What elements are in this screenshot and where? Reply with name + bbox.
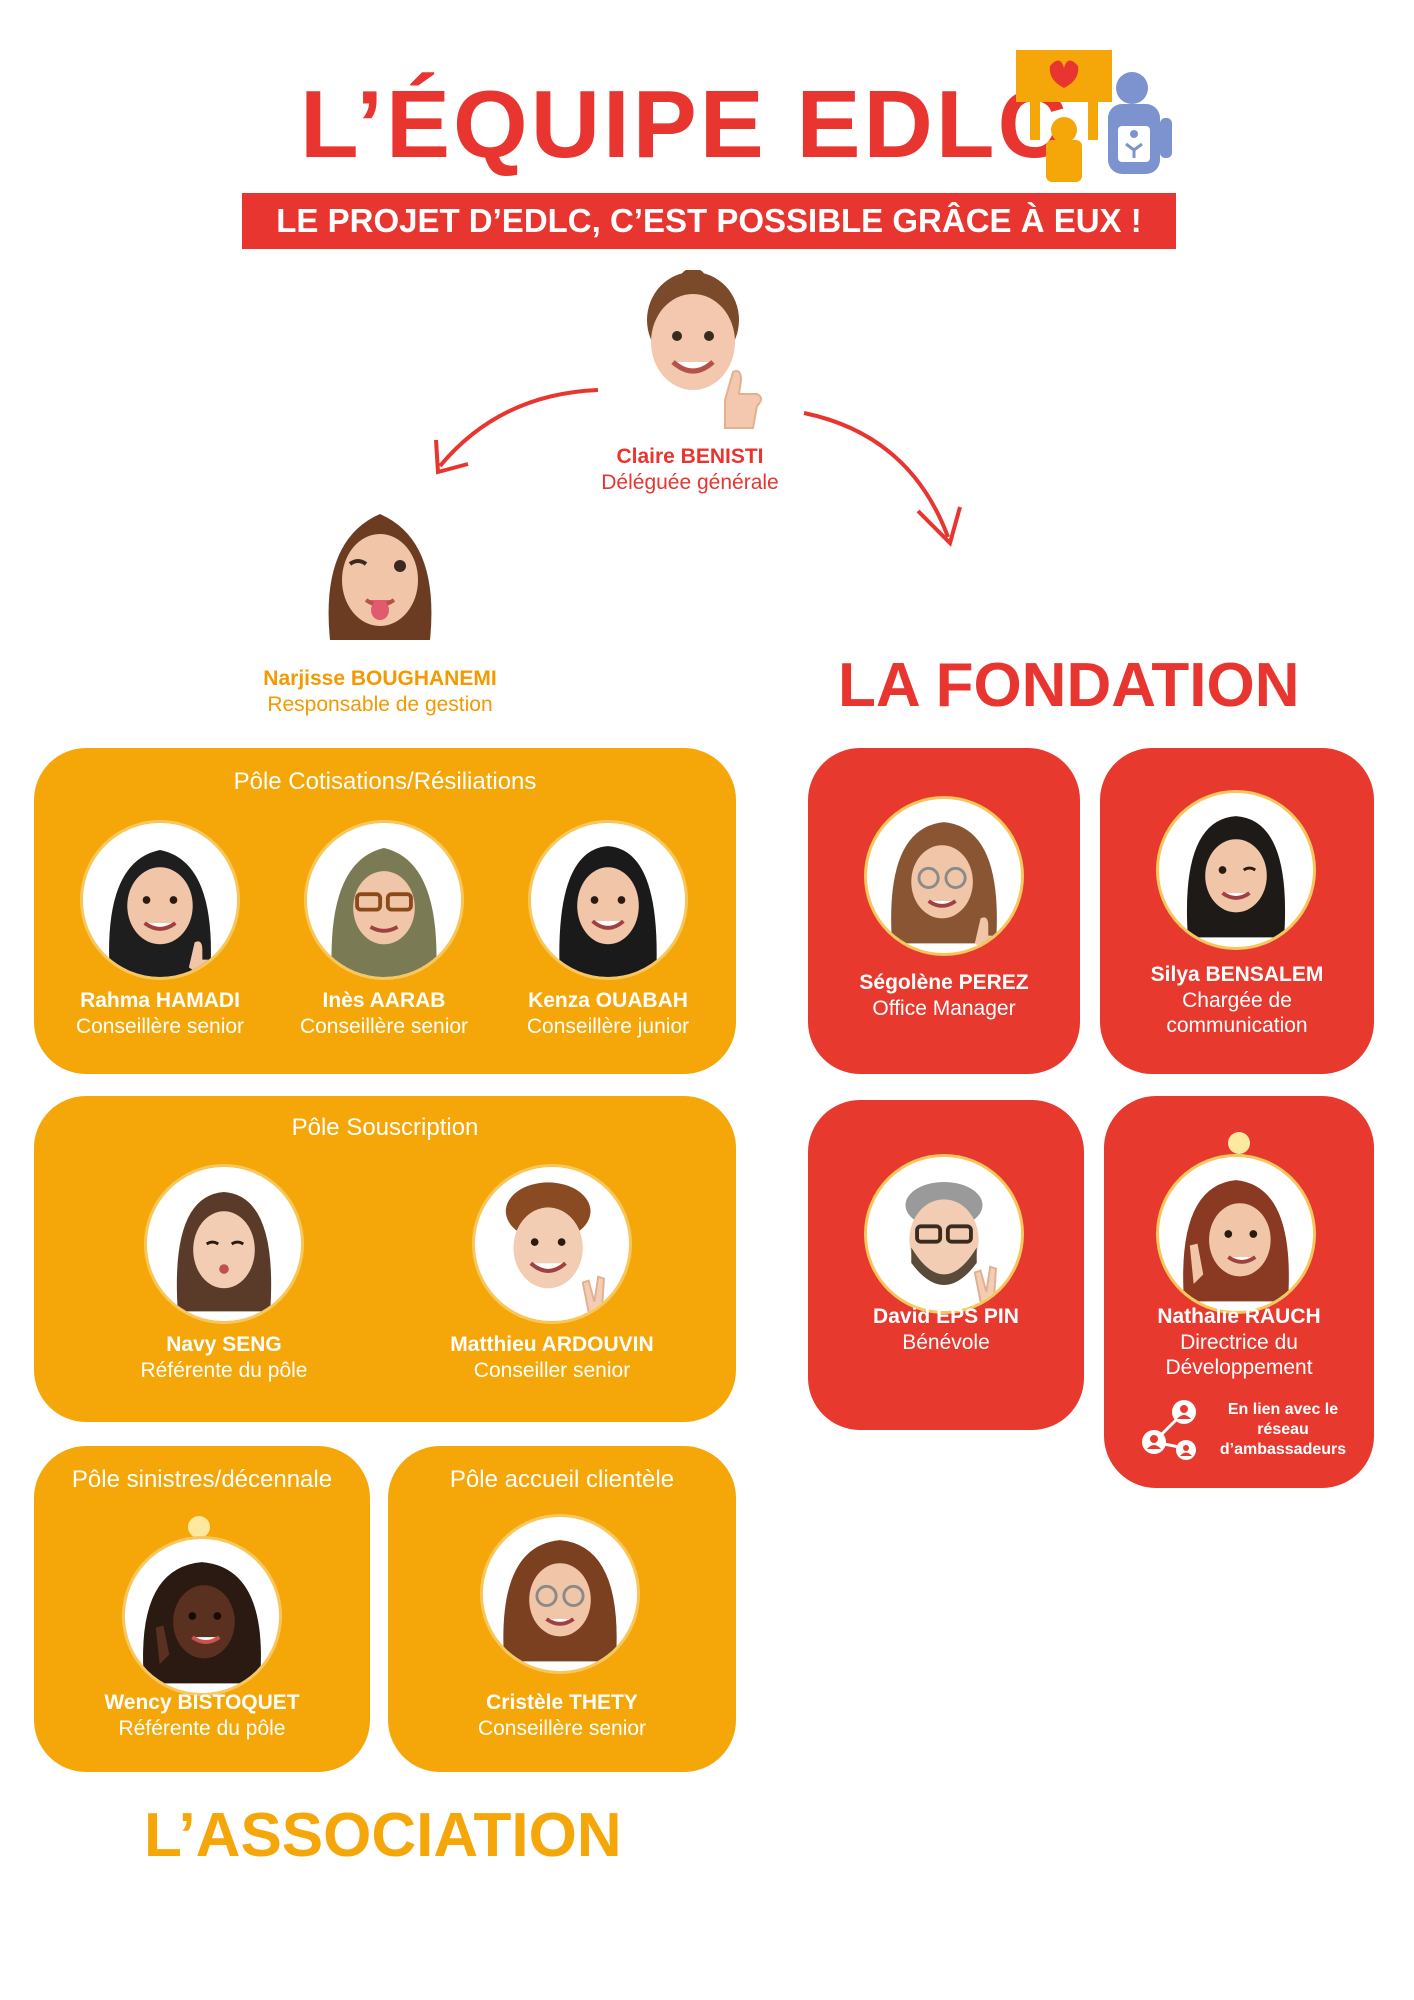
note-line2: réseau bbox=[1257, 1421, 1309, 1438]
person-role: Référente du pôle bbox=[140, 1359, 308, 1382]
person-role: Déléguée générale bbox=[601, 471, 779, 494]
avatar-rahma-hamadi bbox=[80, 820, 240, 980]
person-name: Narjisse BOUGHANEMI bbox=[263, 667, 497, 690]
avatar-navy-seng bbox=[144, 1164, 304, 1324]
note-line1: En lien avec le bbox=[1227, 1401, 1339, 1418]
avatar-cristele-thety bbox=[480, 1514, 640, 1674]
person-name: Wency BISTOQUET bbox=[104, 1691, 300, 1714]
person-name: Rahma HAMADI bbox=[80, 989, 240, 1012]
person-role: Conseiller senior bbox=[473, 1359, 631, 1382]
member-silya-bensalem: Silya BENSALEM Chargée de communication bbox=[1100, 962, 1374, 1038]
arrow-left bbox=[434, 388, 599, 475]
person-role: Conseillère senior bbox=[75, 1015, 245, 1038]
member-matthieu-ardouvin: Matthieu ARDOUVIN Conseiller senior bbox=[412, 1332, 692, 1383]
avatar-segolene-perez bbox=[864, 796, 1024, 956]
person-claire-benisti: Claire BENISTI Déléguée générale bbox=[520, 444, 860, 495]
page-title: L’ÉQUIPE EDLC bbox=[300, 71, 1070, 178]
avatar-matthieu-ardouvin bbox=[472, 1164, 632, 1324]
pole-souscription-card: Pôle Souscription Navy SENG Référente du… bbox=[34, 1096, 736, 1422]
fondation-card-silya-bensalem: Silya BENSALEM Chargée de communication bbox=[1100, 748, 1374, 1074]
person-name: Navy SENG bbox=[166, 1333, 282, 1356]
avatar-david-eps-pin bbox=[864, 1154, 1024, 1314]
member-rahma-hamadi: Rahma HAMADI Conseillère senior bbox=[34, 988, 286, 1039]
pole-sinistres-card: Pôle sinistres/décennale Wency BISTOQUET… bbox=[34, 1446, 370, 1772]
person-role-line2: communication bbox=[1166, 1014, 1308, 1037]
pole-title: Pôle accueil clientèle bbox=[449, 1466, 675, 1493]
member-wency-bistoquet: Wency BISTOQUET Référente du pôle bbox=[34, 1690, 370, 1741]
member-navy-seng: Navy SENG Référente du pôle bbox=[94, 1332, 354, 1383]
person-role-line1: Directrice du bbox=[1180, 1331, 1298, 1354]
person-role: Responsable de gestion bbox=[267, 693, 493, 716]
avatar-nathalie-rauch bbox=[1156, 1154, 1316, 1314]
avatar-ines-aarab bbox=[304, 820, 464, 980]
pole-title: Pôle Cotisations/Résiliations bbox=[233, 768, 537, 795]
avatar-kenza-ouabah bbox=[528, 820, 688, 980]
person-name: Matthieu ARDOUVIN bbox=[450, 1333, 654, 1356]
person-role-line2: Développement bbox=[1165, 1356, 1313, 1379]
fondation-card-nathalie-rauch: Nathalie RAUCH Directrice du Développeme… bbox=[1104, 1096, 1374, 1488]
avatar-claire-benisti bbox=[625, 268, 775, 430]
pole-accueil-card: Pôle accueil clientèle Cristèle THETY Co… bbox=[388, 1446, 736, 1772]
arrow-right bbox=[803, 411, 962, 547]
ambassadors-note: En lien avec le réseau d’ambassadeurs bbox=[1208, 1400, 1358, 1460]
member-cristele-thety: Cristèle THETY Conseillère senior bbox=[388, 1690, 736, 1741]
member-kenza-ouabah: Kenza OUABAH Conseillère junior bbox=[482, 988, 734, 1039]
person-name: Inès AARAB bbox=[322, 989, 446, 1012]
avatar-wency-bistoquet bbox=[122, 1536, 282, 1696]
person-role: Bénévole bbox=[902, 1331, 990, 1354]
section-title-association: L’ASSOCIATION bbox=[144, 1801, 622, 1870]
member-david-eps-pin: David EPS PIN Bénévole bbox=[808, 1304, 1084, 1355]
fondation-card-segolene-perez: Ségolène PEREZ Office Manager bbox=[808, 748, 1080, 1074]
fondation-card-david-eps-pin: David EPS PIN Bénévole bbox=[808, 1100, 1084, 1430]
person-role: Conseillère senior bbox=[477, 1717, 647, 1740]
avatar-silya-bensalem bbox=[1156, 790, 1316, 950]
person-role: Référente du pôle bbox=[118, 1717, 286, 1740]
pole-cotisations-card: Pôle Cotisations/Résiliations Rahma HAMA… bbox=[34, 748, 736, 1074]
member-segolene-perez: Ségolène PEREZ Office Manager bbox=[808, 970, 1080, 1021]
person-name: Silya BENSALEM bbox=[1150, 963, 1324, 986]
person-name: David EPS PIN bbox=[873, 1305, 1019, 1328]
section-title-fondation: LA FONDATION bbox=[838, 651, 1300, 720]
pole-title: Pôle sinistres/décennale bbox=[71, 1466, 333, 1493]
person-name: Kenza OUABAH bbox=[528, 989, 688, 1012]
person-role-line1: Chargée de bbox=[1182, 989, 1292, 1012]
person-role: Office Manager bbox=[872, 997, 1016, 1020]
mascots-illustration bbox=[1010, 48, 1190, 188]
member-nathalie-rauch: Nathalie RAUCH Directrice du Développeme… bbox=[1104, 1304, 1374, 1380]
person-name: Claire BENISTI bbox=[616, 445, 764, 468]
subtitle-banner: LE PROJET D’EDLC, C’EST POSSIBLE GRÂCE À… bbox=[242, 193, 1176, 249]
note-line3: d’ambassadeurs bbox=[1219, 1441, 1347, 1458]
person-name: Nathalie RAUCH bbox=[1157, 1305, 1321, 1328]
pole-title: Pôle Souscription bbox=[291, 1114, 479, 1141]
person-name: Ségolène PEREZ bbox=[859, 971, 1029, 994]
person-name: Cristèle THETY bbox=[486, 1691, 638, 1714]
network-icon bbox=[1136, 1398, 1206, 1462]
avatar-narjisse-boughanemi bbox=[320, 500, 440, 650]
person-role: Conseillère senior bbox=[299, 1015, 469, 1038]
person-role: Conseillère junior bbox=[526, 1015, 690, 1038]
member-ines-aarab: Inès AARAB Conseillère senior bbox=[258, 988, 510, 1039]
person-narjisse-boughanemi: Narjisse BOUGHANEMI Responsable de gesti… bbox=[205, 666, 555, 717]
